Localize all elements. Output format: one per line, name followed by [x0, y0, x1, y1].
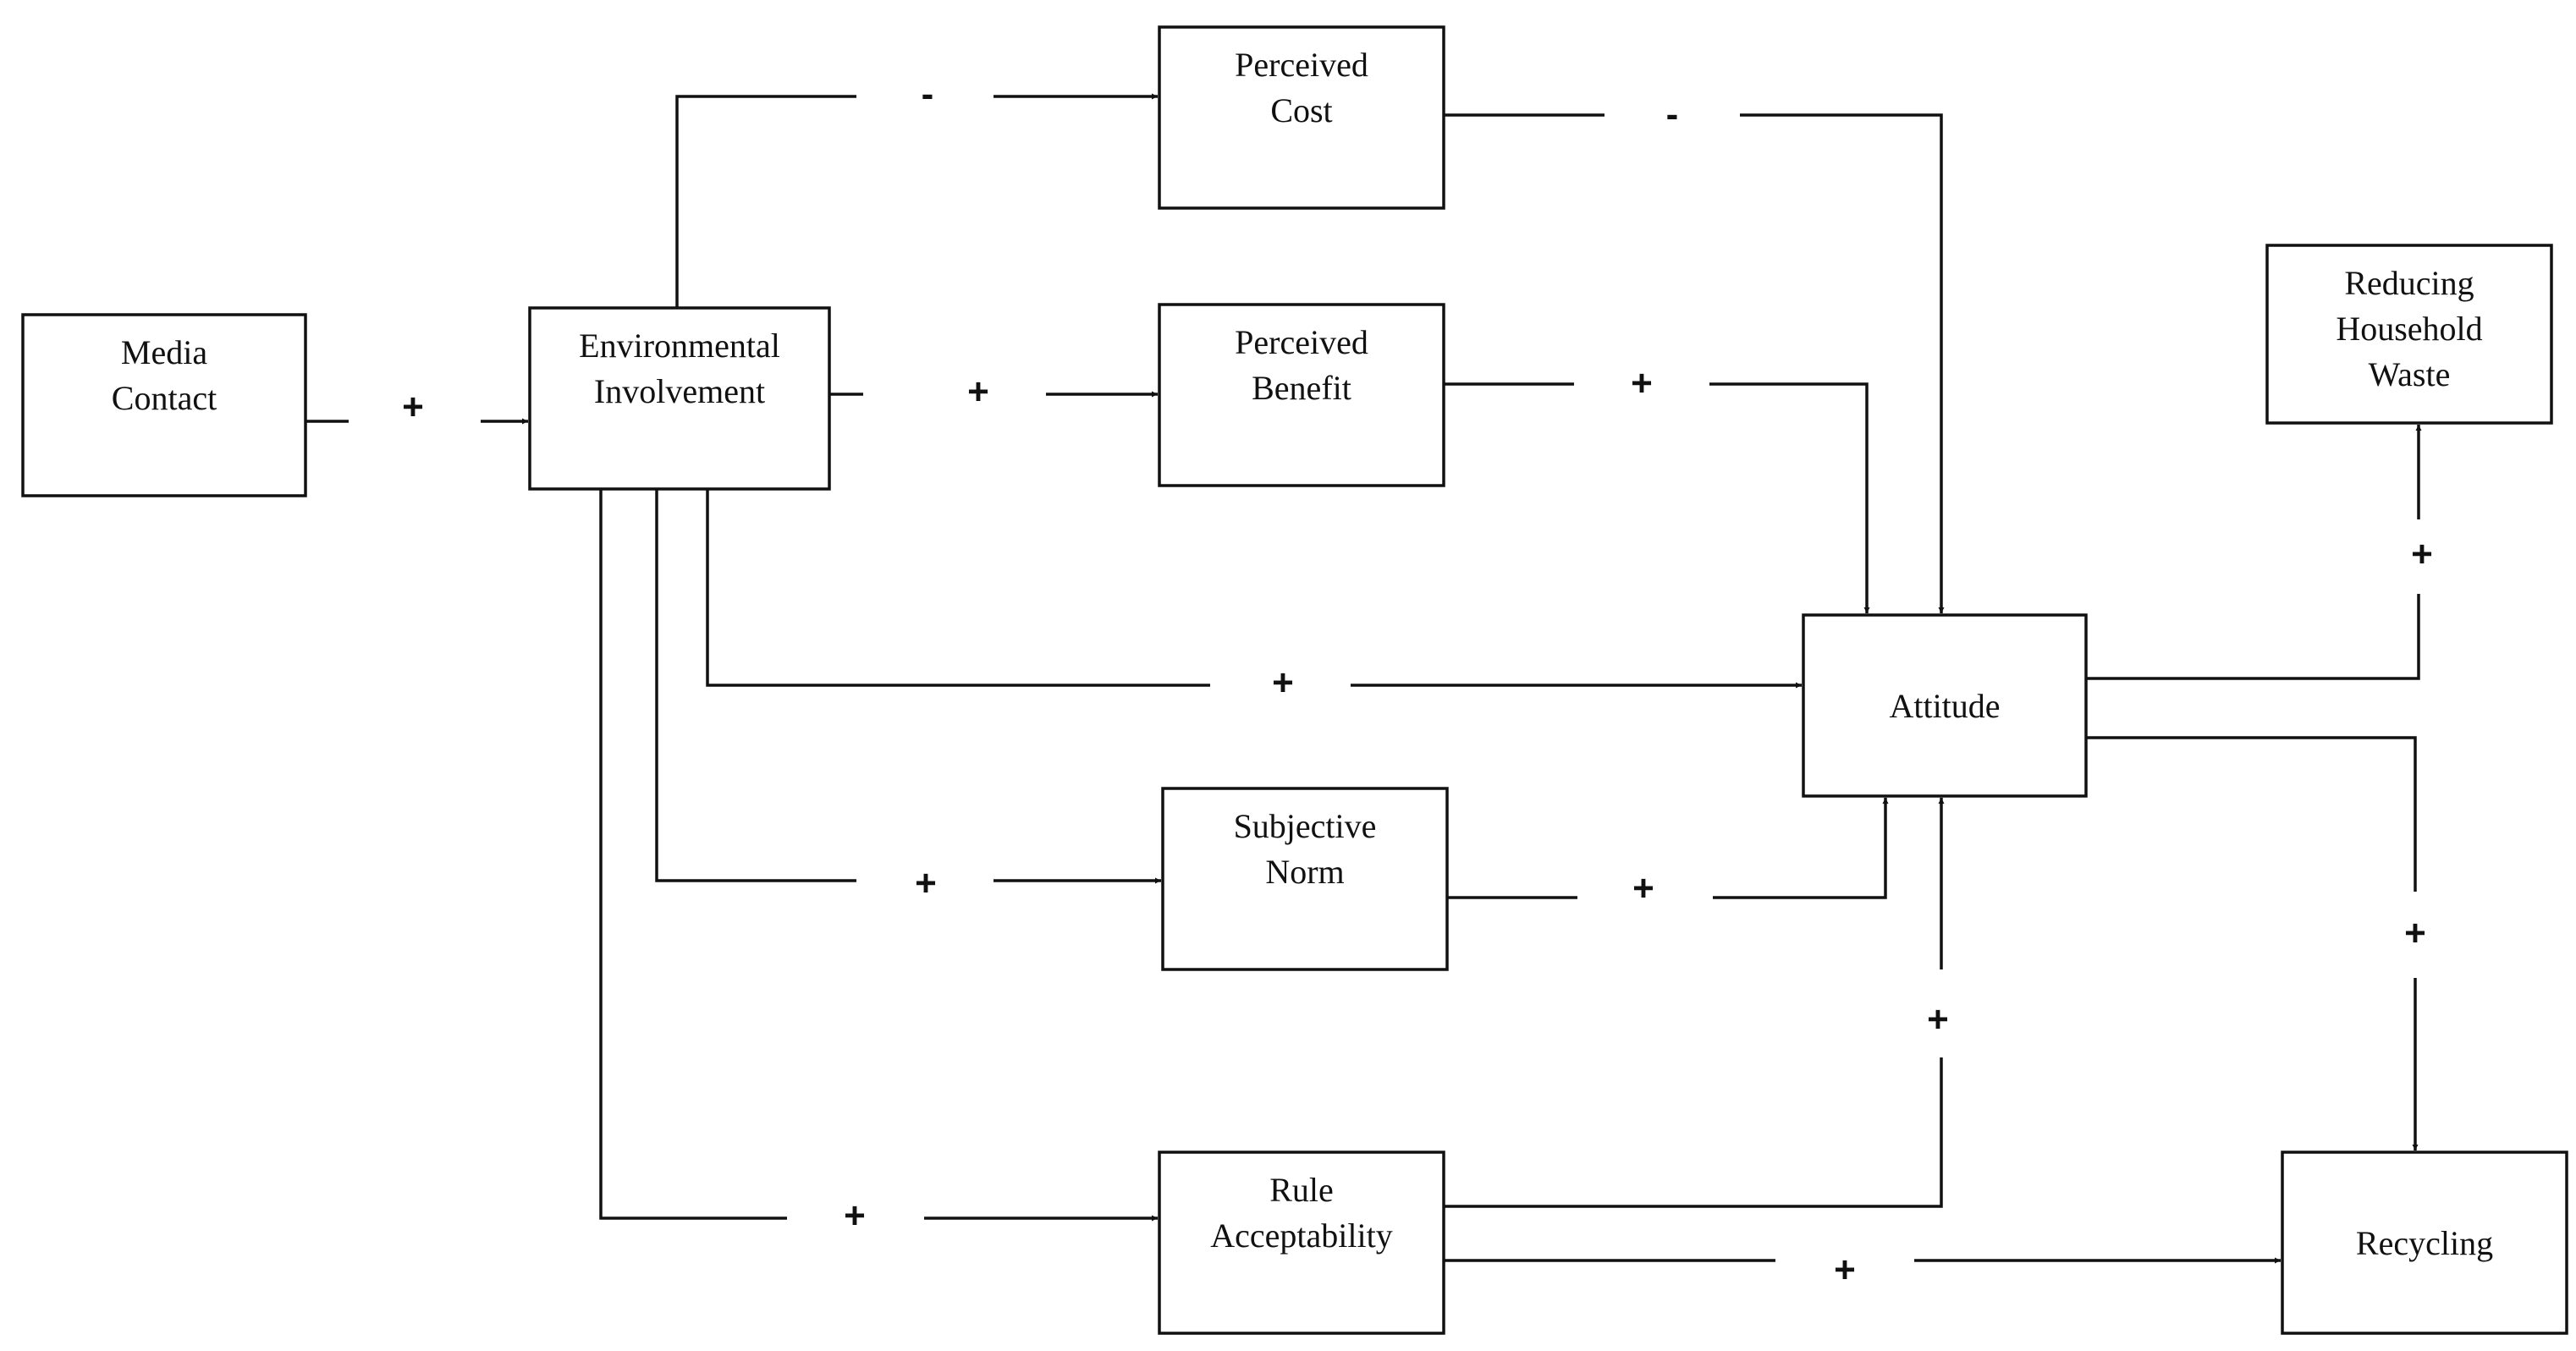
- node-label-cost-0: Perceived: [1235, 46, 1368, 84]
- arrow-rule-attitude: [1444, 798, 1941, 1208]
- arrow-attitude-reducing: [2086, 425, 2419, 680]
- sign-label-env-benefit: +: [967, 371, 989, 413]
- sign-label-env-rule: +: [844, 1195, 866, 1237]
- arrow-env-rule: [599, 489, 1158, 1218]
- node-label-cost-1: Cost: [1270, 91, 1332, 129]
- node-label-benefit-1: Benefit: [1252, 369, 1351, 407]
- node-label-reducing-0: Reducing: [2344, 264, 2474, 302]
- arrow-benefit-attitude: [1444, 382, 1867, 613]
- arrow-norm-attitude: [1447, 798, 1885, 899]
- arrow-env-cost: [675, 96, 1158, 308]
- arrow-env-norm: [655, 489, 1161, 881]
- node-recycling: Recycling: [2281, 1151, 2568, 1335]
- node-label-norm-1: Norm: [1265, 853, 1344, 891]
- node-label-reducing-2: Waste: [2369, 355, 2451, 393]
- arrow-env-attitude: [706, 489, 1802, 685]
- node-label-benefit-0: Perceived: [1235, 323, 1368, 361]
- node-box-attitude: [1802, 613, 2088, 798]
- node-box-recycling: [2281, 1151, 2568, 1335]
- sign-label-rule-recycling: +: [1834, 1249, 1856, 1291]
- node-attitude: Attitude: [1802, 613, 2088, 798]
- sign-label-norm-attitude: +: [1632, 868, 1654, 909]
- node-label-attitude-0: Attitude: [1889, 687, 2000, 725]
- sign-label-env-norm: +: [915, 863, 937, 904]
- sign-label-attitude-recycling: +: [2404, 913, 2426, 954]
- node-label-media-0: Media: [121, 333, 207, 371]
- node-box-rule: [1158, 1151, 1445, 1335]
- node-label-rule-1: Acceptability: [1210, 1216, 1392, 1255]
- node-box-env: [528, 306, 831, 491]
- node-label-media-1: Contact: [112, 379, 217, 417]
- node-box-benefit: [1158, 303, 1445, 487]
- node-label-norm-0: Subjective: [1234, 807, 1377, 845]
- node-box-media: [21, 313, 307, 497]
- node-label-rule-0: Rule: [1269, 1171, 1334, 1209]
- node-label-reducing-1: Household: [2336, 310, 2482, 348]
- node-label-recycling-0: Recycling: [2356, 1224, 2493, 1262]
- sign-label-env-cost: -: [922, 74, 934, 115]
- node-box-reducing: [2265, 244, 2553, 425]
- sign-label-benefit-attitude: +: [1631, 363, 1653, 404]
- sign-label-attitude-reducing: +: [2411, 534, 2433, 575]
- arrow-attitude-recycling: [2086, 736, 2415, 1151]
- node-box-norm: [1161, 787, 1449, 971]
- sign-label-env-attitude: +: [1272, 662, 1294, 704]
- arrow-cost-attitude: [1444, 113, 1941, 613]
- node-label-env-1: Involvement: [594, 372, 765, 410]
- sign-label-rule-attitude: +: [1927, 999, 1949, 1041]
- sign-label-cost-attitude: -: [1666, 94, 1679, 135]
- node-box-cost: [1158, 25, 1445, 210]
- sign-label-media-env: +: [402, 387, 424, 428]
- node-label-env-0: Environmental: [579, 327, 780, 365]
